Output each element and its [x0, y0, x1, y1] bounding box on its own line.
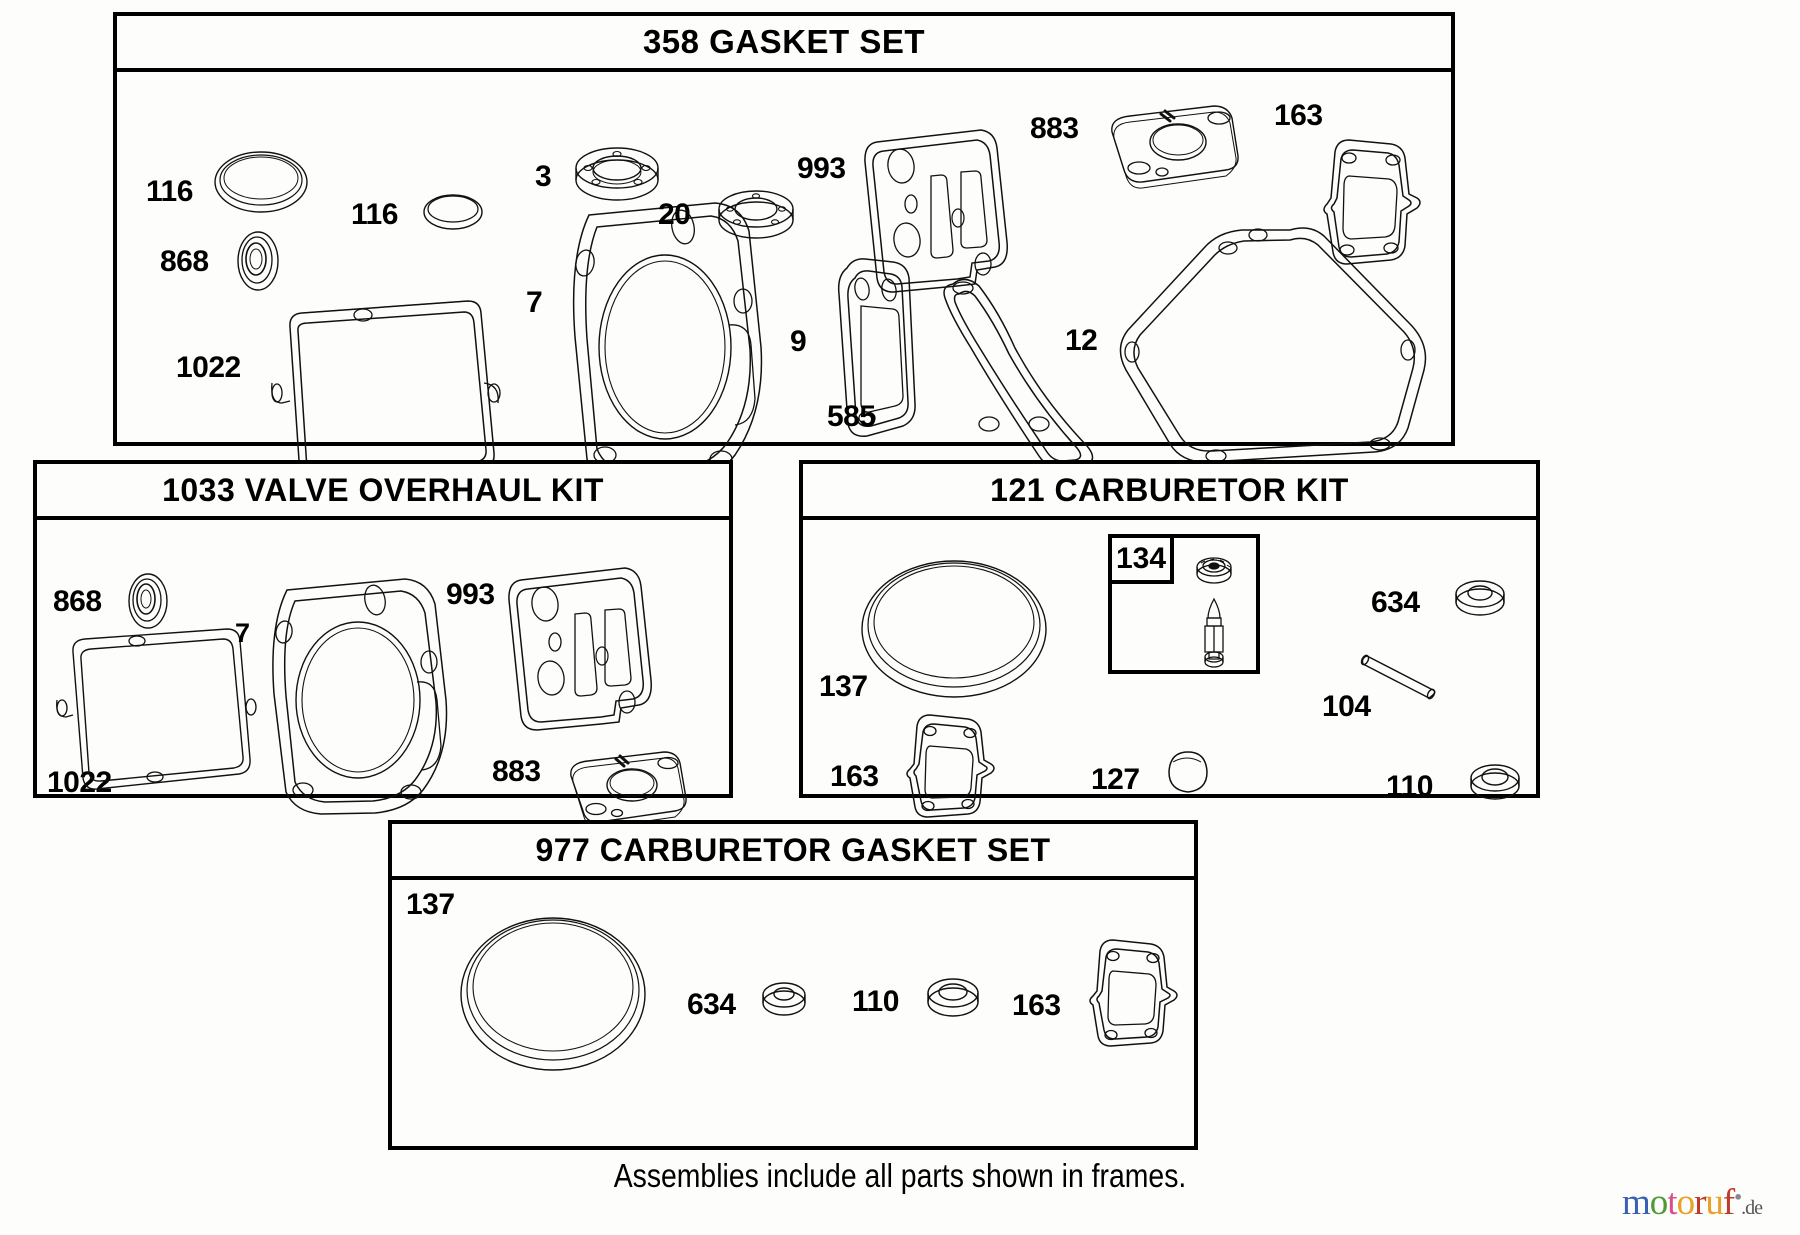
panel-carburetor-gasket-set-title: 977 CARBURETOR GASKET SET: [535, 831, 1051, 868]
panel-valve-overhaul-kit: 1033 VALVE OVERHAUL KIT 868 1022: [33, 460, 733, 829]
label-868: 868: [160, 245, 209, 278]
panel-carburetor-kit-title-bar: 121 CARBURETOR KIT: [803, 464, 1536, 520]
watermark-dot: ●: [1734, 1188, 1742, 1204]
part-valve-cover-gasket-1022-voh: [56, 625, 257, 797]
part-seal-washer-110-cgs: [925, 977, 981, 1021]
panel-gasket-set-title-bar: 358 GASKET SET: [117, 16, 1451, 72]
label-9: 9: [790, 325, 807, 358]
label-993: 993: [797, 152, 846, 185]
inset-box-134: 134: [1108, 534, 1260, 674]
label-163: 163: [1274, 99, 1323, 132]
part-intake-gasket-9: [831, 254, 921, 444]
part-o-ring-large-116: [211, 147, 311, 217]
label-12: 12: [1065, 324, 1098, 357]
part-carburetor-flange-gasket-883-voh: [562, 748, 690, 834]
part-head-gasket-7-voh: [265, 574, 450, 815]
label-634-ck: 634: [1371, 586, 1420, 619]
part-air-cleaner-gasket-163-cgs: [1084, 935, 1179, 1050]
part-seal-ring-868: [230, 230, 286, 292]
part-bowl-o-ring-137-cgs: [458, 912, 648, 1072]
part-washer-634-cgs: [760, 980, 808, 1020]
label-134: 134: [1115, 542, 1167, 575]
part-flange-bushing-small-20: [715, 187, 797, 245]
label-116-large: 116: [146, 175, 193, 208]
watermark-text: motoruf: [1622, 1182, 1735, 1223]
label-137-ck: 137: [819, 670, 868, 703]
label-3: 3: [535, 160, 552, 193]
label-20: 20: [658, 198, 691, 231]
part-air-cleaner-gasket-163-ck: [901, 710, 996, 820]
label-868-voh: 868: [53, 585, 102, 618]
part-float-needle-seat-134: [1188, 552, 1240, 670]
part-seal-washer-110-ck: [1468, 762, 1522, 804]
part-welch-plug-127: [1165, 748, 1211, 796]
part-breather-gasket-993: [861, 122, 1011, 297]
label-127-ck: 127: [1091, 763, 1140, 796]
label-634-cgs: 634: [687, 988, 736, 1021]
label-1022: 1022: [176, 351, 241, 384]
label-7-voh: 7: [235, 618, 250, 648]
panel-gasket-set-body: 116 116 868 1022: [117, 72, 1451, 488]
label-137-cgs: 137: [406, 888, 455, 921]
panel-valve-overhaul-kit-title: 1033 VALVE OVERHAUL KIT: [162, 471, 604, 508]
label-104-ck: 104: [1322, 690, 1371, 723]
label-585: 585: [827, 400, 876, 433]
footnote: Assemblies include all parts shown in fr…: [613, 1157, 1187, 1194]
label-163-cgs: 163: [1012, 989, 1061, 1022]
panel-gasket-set: 358 GASKET SET 116 116 868: [113, 12, 1455, 488]
part-flange-bushing-3: [572, 144, 662, 206]
label-110-ck: 110: [1386, 770, 1433, 803]
panel-carburetor-kit-title: 121 CARBURETOR KIT: [990, 471, 1349, 508]
watermark-suffix: .de: [1741, 1197, 1763, 1219]
part-seal-ring-868-voh: [122, 572, 174, 630]
part-air-cleaner-gasket-163: [1317, 134, 1422, 269]
part-o-ring-small-116: [421, 188, 485, 232]
part-carburetor-flange-gasket-883: [1102, 102, 1242, 194]
panel-carburetor-gasket-set-body: 137 634 110: [392, 880, 1194, 1146]
label-883: 883: [1030, 112, 1079, 145]
label-163-ck: 163: [830, 760, 879, 793]
part-float-hinge-pin-104: [1359, 650, 1445, 706]
part-breather-gasket-993-voh: [505, 560, 655, 735]
panel-carburetor-gasket-set-title-bar: 977 CARBURETOR GASKET SET: [392, 824, 1194, 880]
panel-valve-overhaul-kit-body: 868 1022: [37, 520, 729, 829]
panel-carburetor-kit: 121 CARBURETOR KIT 137 163: [799, 460, 1540, 818]
panel-gasket-set-title: 358 GASKET SET: [642, 23, 926, 60]
label-110-cgs: 110: [852, 985, 899, 1018]
panel-carburetor-kit-body: 137 163: [803, 520, 1536, 818]
label-116-small: 116: [351, 198, 398, 231]
label-7: 7: [526, 286, 543, 319]
label-883-voh: 883: [492, 755, 541, 788]
watermark-motoruf: motoruf●.de: [1622, 1181, 1763, 1224]
part-washer-634-ck: [1453, 578, 1507, 620]
inset-tag-134: 134: [1108, 534, 1174, 584]
label-993-voh: 993: [446, 578, 495, 611]
panel-valve-overhaul-kit-title-bar: 1033 VALVE OVERHAUL KIT: [37, 464, 729, 520]
part-sump-strip-gasket-585: [927, 272, 1107, 472]
part-bowl-o-ring-137: [859, 555, 1049, 700]
part-crankcase-sump-gasket-12: [1112, 222, 1442, 472]
label-1022-voh: 1022: [47, 766, 112, 799]
panel-carburetor-gasket-set: 977 CARBURETOR GASKET SET 137 634: [388, 820, 1198, 1150]
